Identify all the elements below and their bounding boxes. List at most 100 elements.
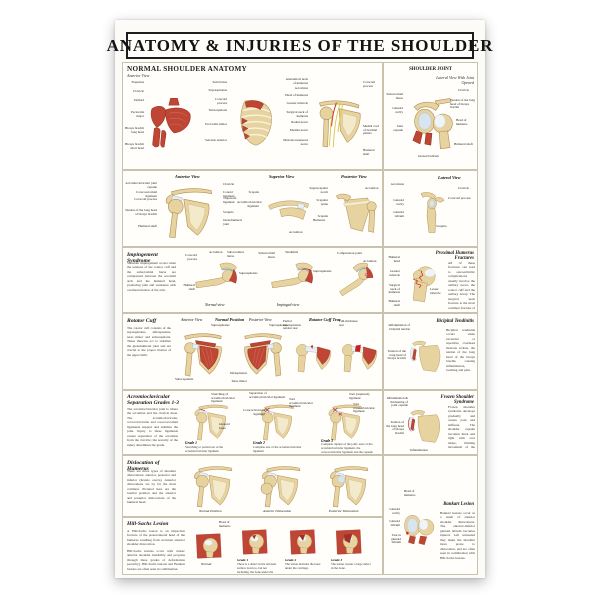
ac-grade2-desc: Complete tear of the acromioclavicular l… bbox=[253, 446, 302, 453]
anatomy-label: Serratus anterior bbox=[205, 138, 227, 142]
frozen-figure bbox=[408, 410, 440, 443]
joint-heading: SHOULDER JOINT bbox=[409, 67, 452, 72]
joint-view-label: Lateral View With Joint Opened bbox=[436, 75, 474, 85]
ac-grade3-desc: Complete rupture of the joint: tears of … bbox=[321, 443, 373, 455]
ac-label: Torn acromioclavicular ligament bbox=[289, 397, 313, 409]
joint-label: Subacromial bursa bbox=[386, 92, 403, 100]
panel-bankart: Bankart Lesion Bankart lesions occur as … bbox=[383, 455, 478, 575]
ac-label: Torn (ruptured) ligament bbox=[349, 392, 370, 400]
view-label: Trapezoid ligament bbox=[223, 196, 237, 204]
view-label: Acromion bbox=[289, 230, 303, 234]
joint-label: Glenoid cavity bbox=[392, 106, 403, 114]
joint-label: Joint capsule bbox=[393, 124, 403, 132]
rotator-label: Infraspinatus bbox=[229, 371, 247, 375]
fractures-body: All of these fractures can lead to osteo… bbox=[448, 261, 475, 309]
anatomy-label: Medial cord of brachial plexus bbox=[363, 124, 380, 136]
hillsachs-label: Head of humerus bbox=[219, 520, 231, 528]
panel-bone-views: Anterior View Acromioclavicular joint ca… bbox=[122, 170, 383, 247]
ac-grade3-figure bbox=[328, 404, 362, 441]
bankart-body: Bankart lesions occur as a result of ant… bbox=[440, 511, 475, 560]
view-label: Scapula bbox=[436, 224, 447, 228]
panel-impingement: Impingement Syndrome Shoulder impingemen… bbox=[122, 247, 383, 313]
panel-bicipital-tendinitis: Bicipital Tendinitis Bicipital tendiniti… bbox=[383, 313, 478, 390]
anterior-view-caption: Anterior View bbox=[175, 174, 200, 179]
anatomy-label: Head of humerus bbox=[285, 93, 308, 97]
view-label: Scapular spine bbox=[316, 198, 328, 206]
view-label: Scapula bbox=[317, 214, 328, 218]
impingement-label: Supraspinatus bbox=[239, 271, 258, 275]
rotator-partial-tear-figure bbox=[295, 343, 332, 373]
impingement-label: Supraspinatus bbox=[313, 269, 332, 273]
anatomy-label: Acromion bbox=[294, 86, 308, 90]
ac-label: Torn coracoclavicular ligament bbox=[353, 402, 375, 414]
joint-label: Clavicle bbox=[458, 88, 469, 92]
anatomy-label: Biceps brachii long head bbox=[125, 126, 144, 134]
anatomy-label: Surgical neck of humerus bbox=[286, 110, 308, 118]
ac-label: Glenoid fossa bbox=[219, 422, 230, 430]
view-label: Humeral shaft bbox=[138, 224, 157, 228]
rotator-tear-label: Full-thickness tear bbox=[339, 319, 358, 327]
rotator-group-normal: Normal Position bbox=[215, 317, 245, 322]
hillsachs-heading: Hill-Sachs Lesion bbox=[127, 521, 169, 527]
hillsachs-grade2-caption: Grade 2 bbox=[285, 558, 297, 562]
view-label: Scapula bbox=[223, 210, 234, 214]
anatomy-label: Trapezius bbox=[131, 80, 144, 84]
hillsachs-grade1-figure bbox=[241, 529, 268, 555]
joint-label: Head of humerus bbox=[456, 118, 468, 126]
dislocation-anterior-figure bbox=[260, 466, 301, 508]
anatomy-label: Pectoralis minor bbox=[205, 122, 227, 126]
view-label: Acromion bbox=[365, 186, 379, 190]
dislocation-normal-figure bbox=[194, 466, 233, 508]
impingement-label: Coracoid process bbox=[184, 253, 197, 261]
bankart-label: Tear in glenoid labrum bbox=[391, 533, 401, 545]
bankart-label: Glenoid cavity bbox=[389, 507, 400, 515]
anatomy-label: Subclavius bbox=[212, 80, 227, 84]
rotator-heading: Rotator Cuff bbox=[127, 318, 157, 324]
anatomy-view-label: Anterior View bbox=[127, 73, 150, 78]
deep-muscles-ribcage-figure bbox=[240, 99, 273, 146]
view-label: Glenohumeral joint bbox=[223, 218, 242, 226]
anatomy-label: Anatomical neck of humerus bbox=[285, 77, 308, 85]
anatomy-label: Supraspinatus bbox=[208, 88, 228, 92]
impingement-label: Tendinitis bbox=[285, 250, 299, 254]
impingement-label: Compression point bbox=[337, 251, 363, 255]
rotator-full-tear-figure bbox=[341, 343, 378, 373]
superficial-muscles-figure bbox=[150, 97, 191, 148]
ac-label: Separation of acromioclavicular ligament bbox=[249, 391, 286, 399]
ac-grade1-caption: Grade 1 bbox=[185, 441, 197, 445]
hillsachs-normal-figure bbox=[195, 533, 222, 559]
bicipital-heading: Bicipital Tendinitis bbox=[436, 319, 474, 324]
fractures-figure bbox=[412, 266, 436, 303]
rotator-label: Teres minor bbox=[231, 379, 247, 383]
bicipital-label: Tendon of the long head of biceps brachi… bbox=[387, 349, 406, 361]
ac-label: Stretching of acromioclavicular ligament bbox=[211, 392, 235, 404]
hillsachs-grade1-desc: There is a defect in the articular surfa… bbox=[237, 563, 277, 574]
anatomy-label: Humeral shaft bbox=[363, 148, 375, 156]
impingement-caption-impinged: Impinged view bbox=[277, 303, 300, 307]
fracture-label: Greater tubercle bbox=[389, 269, 400, 277]
anatomy-label: Radial nerve bbox=[291, 120, 308, 124]
poster-title: ANATOMY & INJURIES OF THE SHOULDER bbox=[106, 35, 494, 55]
anatomy-label: Coracoid process bbox=[363, 80, 376, 88]
view-label: Clavicle bbox=[458, 186, 469, 190]
panel-lateral-view: Lateral View Acromion Clavicle Glenoid c… bbox=[383, 170, 478, 247]
poster-title-box: ANATOMY & INJURIES OF THE SHOULDER bbox=[107, 32, 493, 59]
fracture-label: Humeral head bbox=[388, 255, 400, 263]
panel-normal-anatomy: NORMAL SHOULDER ANATOMY Anterior View Tr… bbox=[122, 62, 383, 170]
bicipital-figure bbox=[410, 340, 441, 372]
ac-grade2-caption: Grade 2 bbox=[253, 441, 265, 445]
impingement-body: Shoulder impingement occurs when the ten… bbox=[127, 261, 176, 292]
joint-label: Humeral shaft bbox=[454, 142, 473, 146]
hillsachs-caption-normal: Normal bbox=[201, 562, 212, 566]
hillsachs-grade2-figure bbox=[289, 529, 316, 555]
panel-rotator-cuff: Rotator Cuff The rotator cuff consists o… bbox=[122, 313, 383, 390]
rotator-tear-label: Partial supraspinatus tendon tear bbox=[283, 319, 301, 331]
view-label: Glenoid labrum bbox=[393, 210, 404, 218]
view-label: Coracoid process bbox=[448, 196, 471, 200]
impingement-caption-normal: Normal view bbox=[205, 303, 225, 307]
view-label: Tendon of the long head of biceps brachi… bbox=[125, 208, 157, 216]
bankart-heading: Bankart Lesion bbox=[443, 502, 474, 507]
panel-ac-separation: Acromioclavicular Separation Grades 1-3 … bbox=[122, 390, 383, 455]
impingement-label: Acromion bbox=[209, 250, 223, 254]
hillsachs-grade2-desc: The lesion includes the bone under the c… bbox=[285, 563, 321, 570]
